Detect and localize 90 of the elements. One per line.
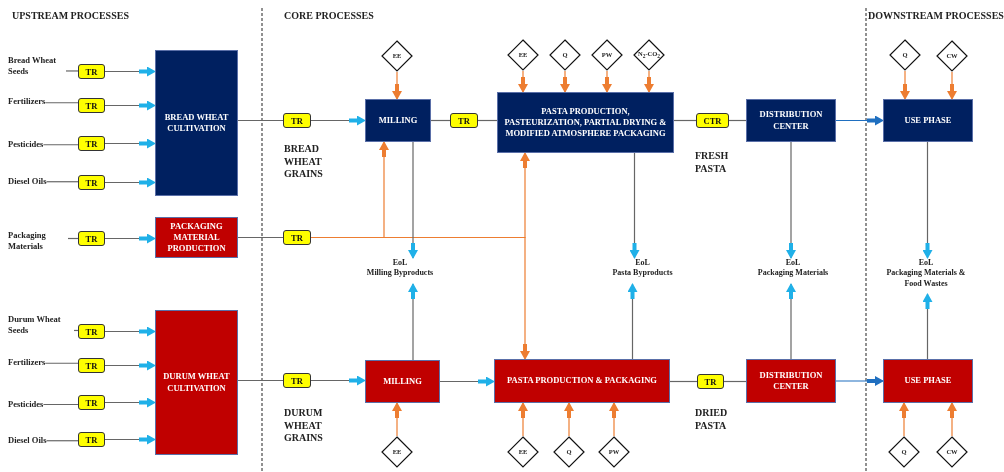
eol-label: Packaging Materials & Food Wastes xyxy=(885,268,967,290)
input-diamond xyxy=(549,39,581,71)
transport-tag: TR xyxy=(283,113,311,128)
transport-tag: TR xyxy=(78,175,105,190)
input-label: Durum Wheat Seeds xyxy=(8,314,74,337)
connector-line xyxy=(42,144,79,146)
input-diamond xyxy=(598,436,630,468)
connector-line xyxy=(45,181,79,183)
transport-tag: TR xyxy=(78,395,105,410)
input-diamond xyxy=(507,436,539,468)
connector-line xyxy=(669,380,698,383)
transport-tag: TR xyxy=(78,136,105,151)
eol-heading: EoL xyxy=(785,258,801,269)
connector-line xyxy=(477,119,498,122)
transport-tag: TR xyxy=(283,230,311,245)
transport-tag: TR xyxy=(78,231,105,246)
process-label: PASTA PRODUCTION & PACKAGING xyxy=(507,375,657,387)
section-heading: CORE PROCESSES xyxy=(284,10,375,23)
process-label: PACKAGING MATERIAL PRODUCTION xyxy=(166,220,227,255)
section-heading: UPSTREAM PROCESSES xyxy=(12,10,130,23)
input-label: Fertilizers xyxy=(8,357,46,369)
eol-heading: EoL xyxy=(918,258,934,269)
connector-line xyxy=(45,440,79,442)
product-label: DURUM WHEAT GRAINS xyxy=(284,407,324,445)
input-diamond xyxy=(936,436,968,468)
input-diamond xyxy=(888,436,920,468)
input-diamond xyxy=(633,39,665,71)
input-diamond xyxy=(591,39,623,71)
process-label: USE PHASE xyxy=(904,114,952,126)
product-label: FRESH PASTA xyxy=(695,150,730,175)
input-diamond xyxy=(381,40,413,72)
connector-line xyxy=(73,329,79,332)
eol-heading: EoL xyxy=(635,258,650,269)
connector-line xyxy=(237,119,284,122)
product-label: BREAD WHEAT GRAINS xyxy=(284,143,324,181)
process-label: DISTRIBUTION CENTER xyxy=(758,109,824,132)
process-label: MILLING xyxy=(378,114,418,126)
transport-tag: TR xyxy=(450,113,478,128)
transport-tag: TR xyxy=(78,358,105,373)
section-heading: DOWNSTREAM PROCESSES xyxy=(868,10,1004,23)
input-diamond xyxy=(381,436,413,468)
eol-heading: EoL xyxy=(392,258,408,269)
transport-tag: TR xyxy=(78,98,105,113)
connector-line xyxy=(65,70,79,72)
process-box xyxy=(494,359,670,403)
input-diamond xyxy=(507,39,539,71)
connector-line xyxy=(723,380,747,383)
input-label: Pesticides xyxy=(8,399,44,411)
connector-line xyxy=(44,362,79,364)
process-box xyxy=(497,92,674,153)
input-label: Diesel Oils xyxy=(8,435,47,447)
process-box xyxy=(155,50,238,196)
transport-tag: TR xyxy=(283,373,311,388)
transport-tag: TR xyxy=(78,432,105,447)
connector-line xyxy=(430,119,451,122)
connector-line xyxy=(237,379,284,382)
eol-label: Pasta Byproducts xyxy=(612,268,673,279)
transport-tag: TR xyxy=(78,324,105,339)
process-label: DISTRIBUTION CENTER xyxy=(758,369,824,393)
connector-line xyxy=(673,119,697,122)
process-label: PASTA PRODUCTION, PASTEURIZATION, PARTIAL DRYING & MODIFIED ATMOSPHERE PACKAGING xyxy=(504,105,667,140)
input-diamond xyxy=(889,39,921,71)
process-box xyxy=(155,310,238,455)
process-box xyxy=(365,99,431,142)
process-box xyxy=(883,99,973,142)
process-box xyxy=(746,359,836,403)
eol-label: Packaging Materials xyxy=(757,268,829,279)
input-diamond xyxy=(936,40,968,72)
process-box xyxy=(883,359,973,403)
process-box xyxy=(365,360,440,403)
process-label: DURUM WHEAT CULTIVATION xyxy=(162,371,231,394)
transport-tag: CTR xyxy=(696,113,729,128)
product-label: DRIED PASTA xyxy=(695,407,729,432)
process-box xyxy=(155,217,238,258)
input-label: Pesticides xyxy=(8,139,44,151)
process-label: MILLING xyxy=(383,375,422,387)
transport-tag: TR xyxy=(697,374,724,389)
eol-label: Milling Byproducts xyxy=(366,268,434,279)
process-box xyxy=(746,99,836,142)
input-label: Packaging Materials xyxy=(8,230,68,253)
process-label: BREAD WHEAT CULTIVATION xyxy=(163,111,230,135)
input-diamond xyxy=(553,436,585,468)
input-label: Bread Wheat Seeds xyxy=(8,55,66,78)
connector-line xyxy=(44,102,79,104)
connector-line xyxy=(42,403,79,406)
process-label: USE PHASE xyxy=(904,375,952,387)
input-label: Fertilizers xyxy=(8,96,46,108)
transport-tag: TR xyxy=(78,64,105,79)
input-label: Diesel Oils xyxy=(8,176,47,188)
connector-line xyxy=(237,236,284,239)
